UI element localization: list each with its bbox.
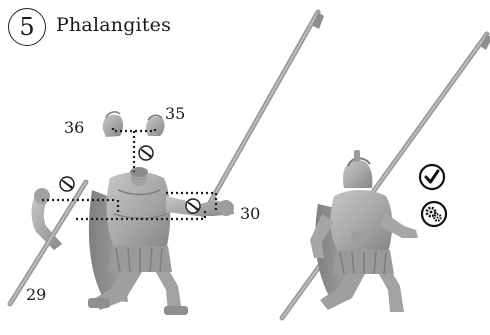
step-number-badge: 5	[8, 8, 46, 46]
part-label-35: 35	[165, 104, 186, 123]
gears-circle-icon	[420, 200, 448, 228]
helmet-assembled	[342, 150, 373, 188]
step-title: Phalangites	[56, 14, 172, 36]
torso	[106, 170, 172, 273]
helmet-36	[102, 111, 123, 137]
assembly-guides	[42, 128, 218, 221]
spear-30	[200, 9, 324, 218]
arm-29	[7, 179, 89, 307]
glue-drop-icon	[138, 145, 154, 161]
helmet-35	[146, 114, 165, 136]
part-label-29: 29	[26, 285, 47, 304]
glue-drop-icon	[185, 198, 201, 214]
neck-socket	[130, 167, 148, 177]
assembled-phalangite	[279, 31, 490, 321]
spear-long	[279, 31, 490, 321]
step-number: 5	[19, 13, 35, 41]
checkmark-circle-icon	[418, 163, 446, 191]
part-label-36: 36	[64, 118, 85, 137]
exploded-phalangite	[7, 9, 324, 315]
part-label-30: 30	[240, 204, 261, 223]
glue-drop-icon	[59, 176, 75, 192]
